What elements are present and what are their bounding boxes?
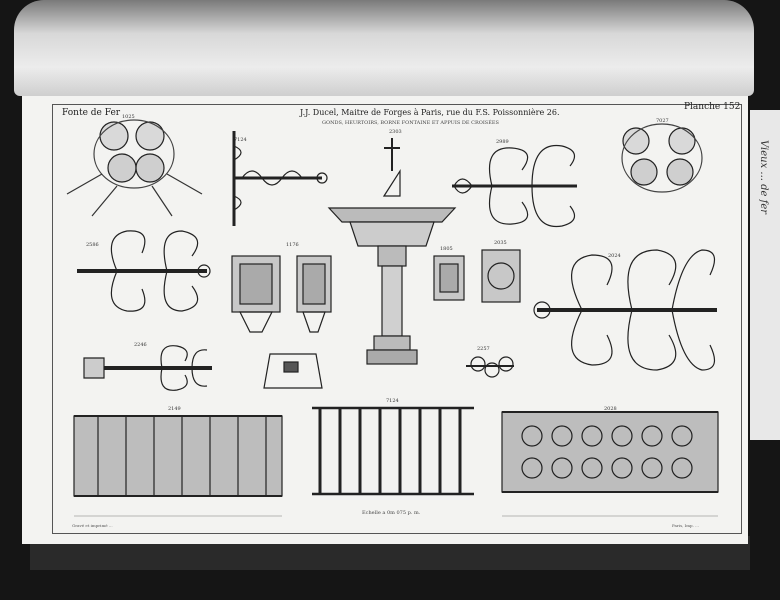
- item-number: 2246: [134, 342, 147, 348]
- engraving-drawings: [66, 119, 719, 517]
- balcony-grille-right: [501, 411, 719, 493]
- margin-note: Vieux ... de fer: [758, 140, 769, 215]
- header-right: Planche 152: [684, 102, 741, 112]
- catalog-plate: Fonte de Fer J.J. Ducel, Maitre de Forge…: [22, 96, 748, 544]
- scale-note: Echelle a 0m 075 p. m.: [362, 510, 421, 516]
- baluster-rail: [312, 406, 474, 496]
- item-number: 2303: [389, 129, 402, 135]
- balcony-grille-left: [73, 415, 283, 497]
- hinge-2246: [83, 345, 212, 391]
- item-number: 2028: [604, 406, 617, 412]
- large-scroll-hinge: [533, 249, 717, 371]
- item-number: 1805: [440, 246, 453, 252]
- angle-hinge: [232, 131, 328, 226]
- small-scroll-ornament: [466, 356, 514, 378]
- plate-frame: [52, 104, 742, 534]
- item-number: 7027: [656, 118, 669, 124]
- plate-subtitle: GONDS, HEURTOIRS, BORNE FONTAINE ET APPU…: [322, 120, 499, 126]
- header-left: Fonte de Fer: [62, 108, 121, 118]
- header-center: J.J. Ducel, Maitre de Forges à Paris, ru…: [300, 108, 560, 117]
- item-number: 2257: [477, 346, 490, 352]
- fountain-column: [327, 138, 457, 365]
- small-panels: [433, 249, 521, 303]
- small-bracket: [263, 353, 323, 389]
- item-number: 2035: [494, 240, 507, 246]
- hinge-2586: [77, 230, 211, 312]
- item-number: 2989: [496, 139, 509, 145]
- item-number: 7124: [386, 398, 399, 404]
- item-number: 2149: [168, 406, 181, 412]
- item-number: 2586: [86, 242, 99, 248]
- scroll-hinge-top: [452, 144, 577, 228]
- footer-left: Gravé et imprimé ...: [72, 523, 113, 528]
- footer-right: Paris, Imp. ...: [672, 523, 699, 528]
- item-number: 1025: [122, 114, 135, 120]
- cherub-ornament-right: [621, 123, 703, 193]
- book-spine-top: [14, 0, 754, 96]
- panel-pair: [231, 255, 332, 333]
- item-number: 2024: [608, 253, 621, 259]
- margin-slip: [750, 110, 780, 440]
- cherub-ornament-left: [66, 119, 203, 217]
- item-number: 1176: [286, 242, 299, 248]
- item-number: 7124: [234, 137, 247, 143]
